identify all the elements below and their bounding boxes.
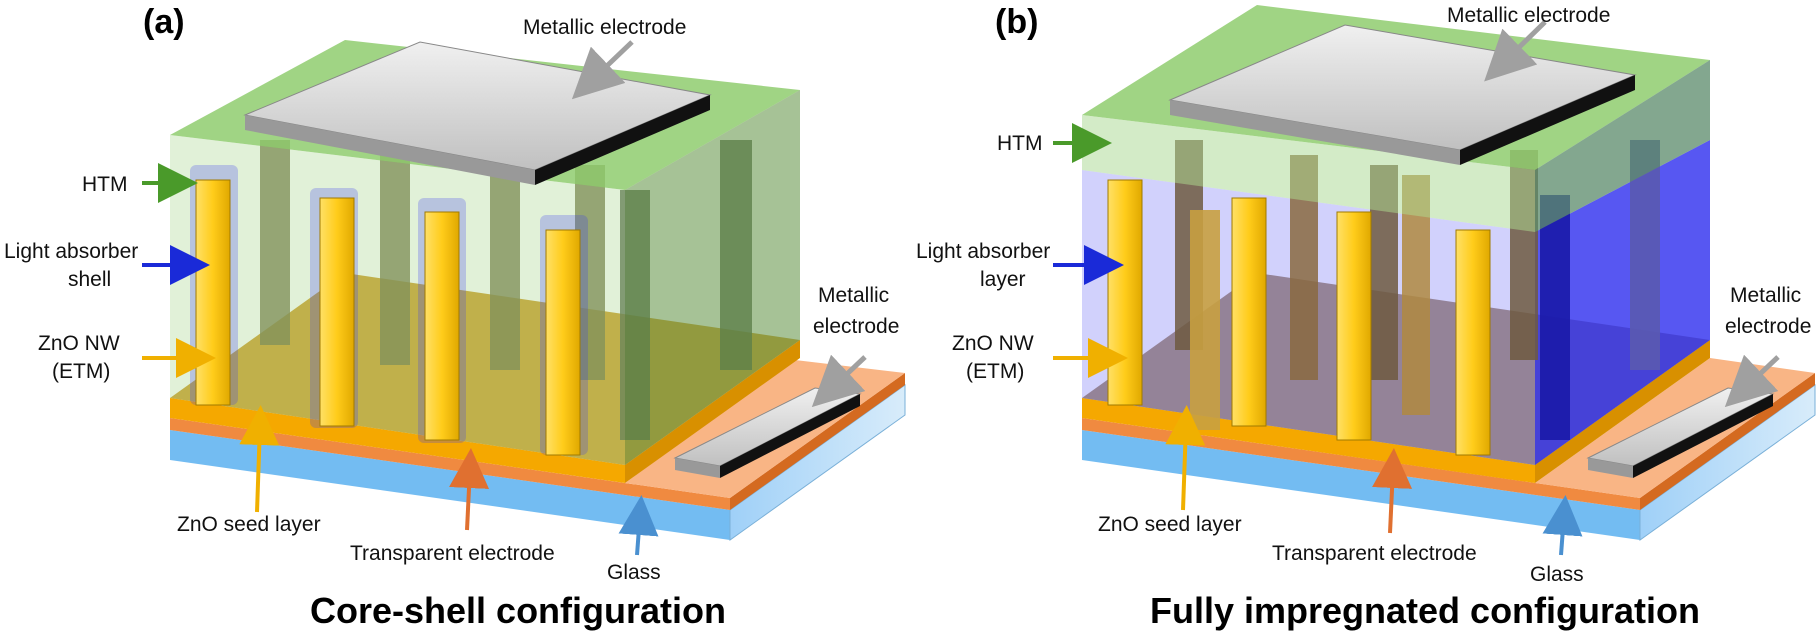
label-side-electrode-2: electrode — [813, 315, 899, 338]
htm-front — [170, 135, 625, 465]
glass-front — [1082, 430, 1640, 540]
arrow-side-electrode — [1724, 354, 1780, 408]
label-top-electrode: Metallic electrode — [523, 16, 686, 39]
panel-b-caption: Fully impregnated configuration — [1150, 590, 1700, 631]
top-electrode-side — [1460, 75, 1635, 165]
panel-b-letter: (b) — [995, 3, 1038, 41]
transparent-electrode-side — [1640, 373, 1815, 510]
htm-front — [1082, 115, 1535, 232]
panel-b: (b) Metallic electrode HTM Light absorbe… — [916, 3, 1816, 631]
side-electrode-side — [720, 394, 860, 478]
seed-layer-side — [625, 340, 800, 483]
arrow-glass — [618, 495, 659, 556]
label-absorber-1: Light absorber — [4, 240, 138, 263]
label-transparent: Transparent electrode — [1272, 542, 1477, 565]
arrow-side-electrode — [811, 354, 867, 408]
arrow-glass — [1542, 495, 1583, 556]
label-absorber-2: shell — [68, 268, 111, 291]
top-electrode-side — [535, 95, 710, 185]
label-nw-1: ZnO NW — [38, 332, 120, 355]
top-electrode-front — [1170, 100, 1460, 165]
label-glass: Glass — [607, 561, 661, 584]
absorber-side — [1535, 140, 1710, 465]
label-glass: Glass — [1530, 563, 1584, 586]
label-seed: ZnO seed layer — [177, 513, 321, 536]
top-electrode-front — [245, 115, 535, 185]
arrow-transparent — [1372, 448, 1413, 534]
label-absorber-1: Light absorber — [916, 240, 1050, 263]
transparent-electrode-front — [1082, 418, 1640, 510]
panel-a-letter: (a) — [143, 3, 185, 41]
htm-side — [1535, 60, 1710, 232]
label-htm: HTM — [82, 173, 128, 196]
label-seed: ZnO seed layer — [1098, 513, 1242, 536]
label-top-electrode: Metallic electrode — [1447, 4, 1610, 27]
panel-a: (a) Metallic electrode HTM Light absorbe… — [4, 3, 906, 631]
side-electrode-front — [1588, 458, 1633, 478]
label-nw-1: ZnO NW — [952, 332, 1034, 355]
htm-side — [625, 90, 800, 465]
front-nanowires — [190, 165, 588, 456]
label-absorber-2: layer — [980, 268, 1026, 291]
seed-layer-front — [170, 398, 625, 483]
side-electrode-front — [675, 458, 720, 478]
arrow-top-electrode — [571, 40, 634, 100]
front-nanowires — [1107, 179, 1491, 456]
label-htm: HTM — [997, 132, 1043, 155]
transparent-electrode-side — [730, 373, 905, 510]
seed-layer-side — [1535, 340, 1710, 483]
label-nw-2: (ETM) — [966, 360, 1024, 383]
arrow-seed — [239, 405, 280, 513]
label-side-electrode-2: electrode — [1725, 315, 1811, 338]
label-side-electrode-1: Metallic — [818, 284, 889, 307]
side-electrode-side — [1633, 394, 1773, 478]
label-side-electrode-1: Metallic — [1730, 284, 1801, 307]
glass-side — [729, 384, 906, 541]
arrow-transparent — [449, 448, 490, 531]
arrow-top-electrode — [1484, 20, 1547, 82]
arrow-seed — [1165, 405, 1206, 511]
label-transparent: Transparent electrode — [350, 542, 555, 565]
label-nw-2: (ETM) — [52, 360, 110, 383]
panel-a-caption: Core-shell configuration — [310, 590, 726, 631]
